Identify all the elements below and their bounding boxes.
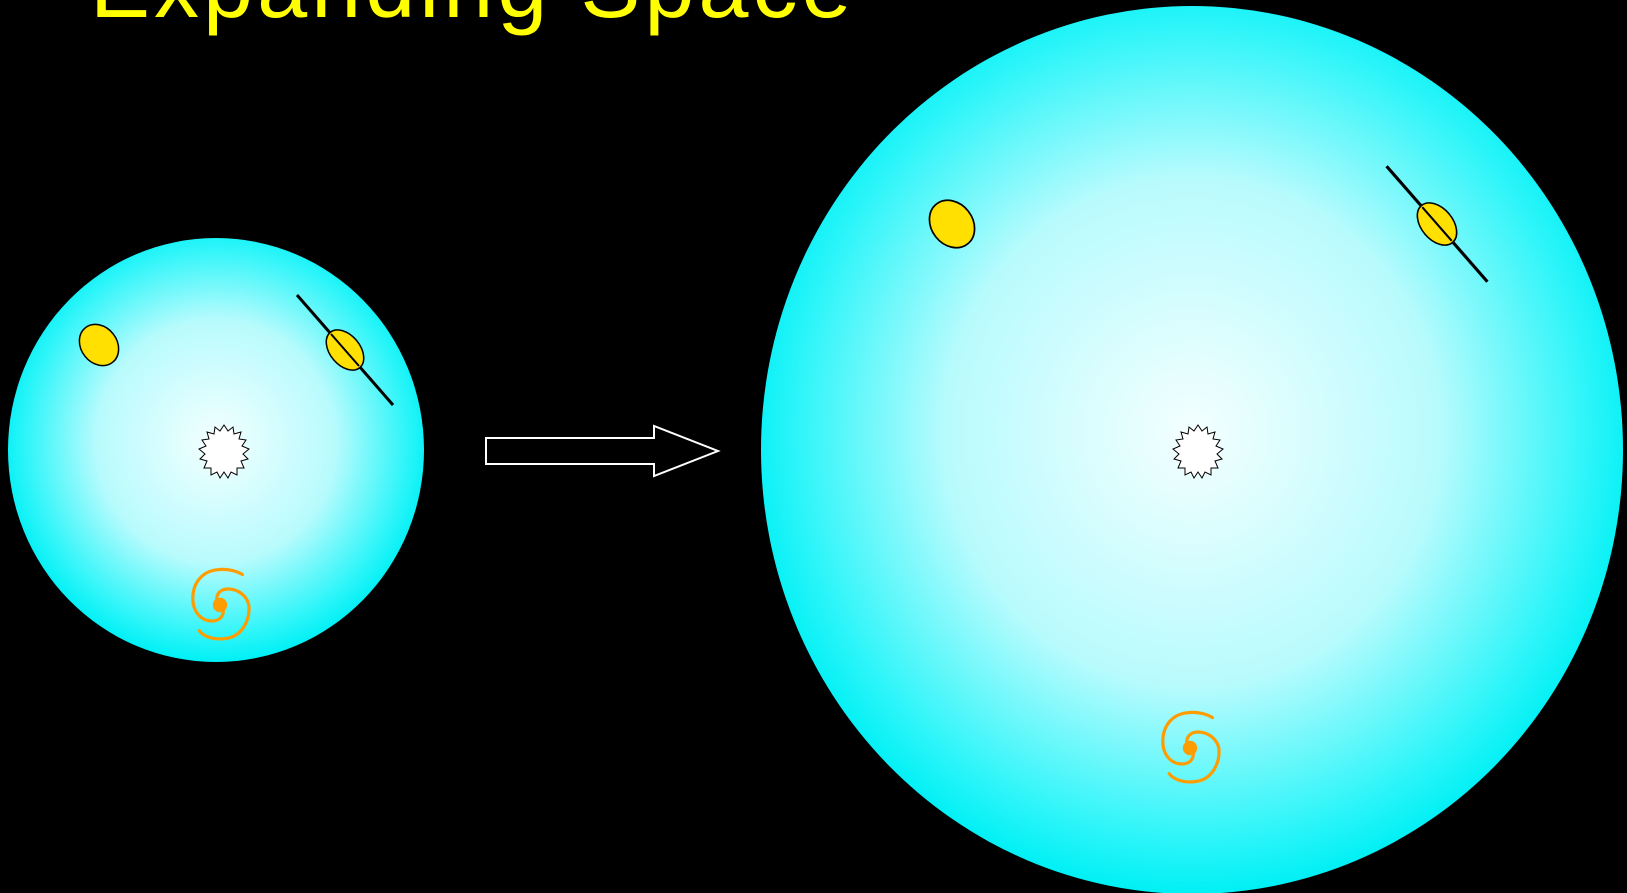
right-arrow-icon [485,424,721,478]
universe-before [8,238,424,662]
diagram-title: Expanding Space [90,0,856,32]
universe-after [761,6,1623,893]
